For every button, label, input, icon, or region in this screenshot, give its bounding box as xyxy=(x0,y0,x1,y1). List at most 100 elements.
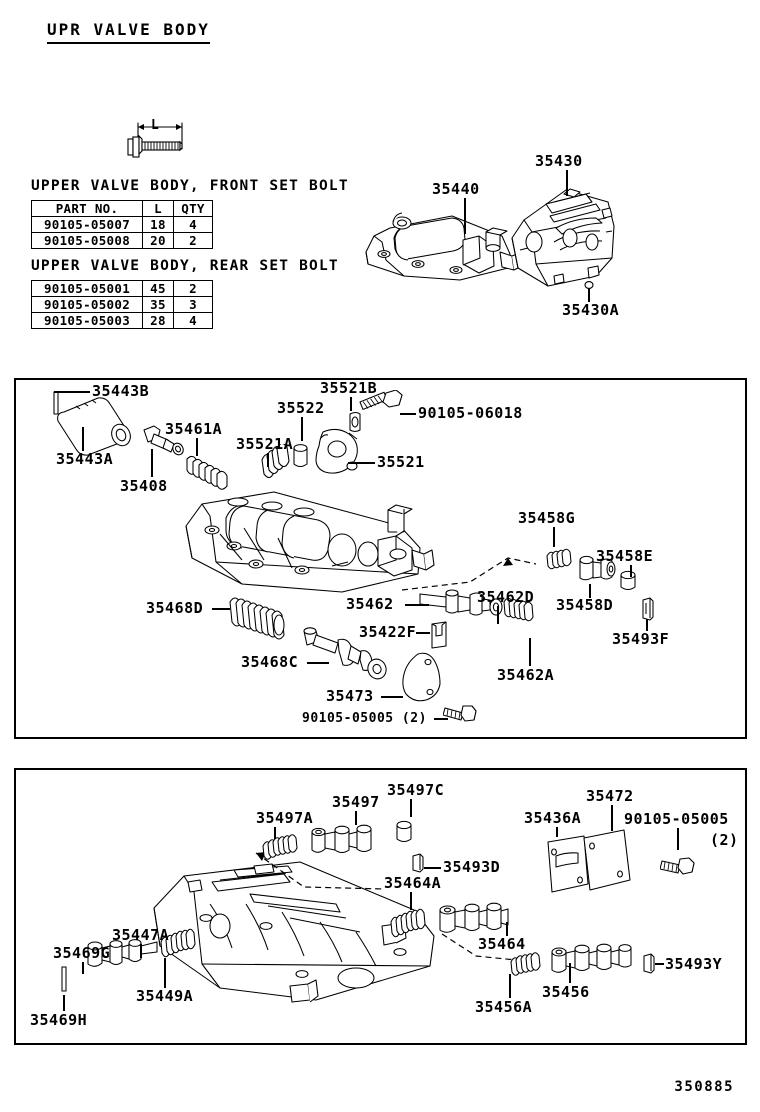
part-35521-plate-illustration xyxy=(305,424,371,482)
leader-35449a xyxy=(164,958,166,988)
leader-35522 xyxy=(301,417,303,441)
leader-35436a xyxy=(556,827,558,837)
col-length: L xyxy=(142,200,174,217)
leader-35458d xyxy=(589,584,591,598)
cell-part-no: 90105-05007 xyxy=(31,216,143,233)
callout-35458d: 35458D xyxy=(556,596,614,614)
callout-35449a: 35449A xyxy=(136,987,194,1005)
leader-35497a xyxy=(274,827,276,839)
callout-35458e: 35458E xyxy=(596,547,654,565)
cell-qty: 4 xyxy=(173,312,213,329)
callout-35521a: 35521A xyxy=(236,435,294,453)
callout-35443a: 35443A xyxy=(56,450,114,468)
leader-90105-05005-middle xyxy=(434,718,448,720)
middle-panel-border xyxy=(14,378,747,739)
callout-35497a: 35497A xyxy=(256,809,314,827)
part-35522-bushing-illustration xyxy=(288,440,316,472)
part-35469h-pin-illustration xyxy=(59,965,69,997)
part-35493d-clip-illustration xyxy=(409,852,427,874)
cell-length: 45 xyxy=(142,280,174,297)
leader-35462a xyxy=(529,638,531,666)
callout-35464a: 35464A xyxy=(384,874,442,892)
part-90105-05005-bolt-bottom-illustration xyxy=(660,852,704,880)
front-set-bolt-heading: UPPER VALVE BODY, FRONT SET BOLT xyxy=(31,178,349,194)
bottom-valve-body-casting-illustration xyxy=(150,860,450,1010)
part-35447a-valve-illustration xyxy=(84,934,184,976)
cell-part-no: 90105-05003 xyxy=(31,312,143,329)
cell-part-no: 90105-05001 xyxy=(31,280,143,297)
leader-35497 xyxy=(355,811,357,825)
bottom-panel-border xyxy=(14,768,747,1045)
cell-qty: 2 xyxy=(173,280,213,297)
leader-35468c xyxy=(307,662,329,664)
part-35449a-spring-illustration xyxy=(158,928,208,960)
leader-35456a xyxy=(509,974,511,998)
callout-35493d: 35493D xyxy=(443,858,501,876)
part-35436a-gasket-illustration xyxy=(544,832,594,898)
callout-35468c: 35468C xyxy=(241,653,299,671)
part-35468c-valve-illustration xyxy=(300,625,426,687)
callout-35522: 35522 xyxy=(277,399,325,417)
leader-35469g xyxy=(82,962,84,974)
leader-90105-05005-bottom xyxy=(677,828,679,850)
col-part-no: PART NO. xyxy=(31,200,143,217)
leader-35462 xyxy=(405,604,429,606)
callout-35464: 35464 xyxy=(478,935,526,953)
part-35462-valve-illustration xyxy=(418,588,548,636)
callout-90105-06018: 90105-06018 xyxy=(418,404,523,422)
callout-35461a: 35461A xyxy=(165,420,223,438)
callout-35493f: 35493F xyxy=(612,630,670,648)
leader-35493f xyxy=(646,619,648,631)
callout-35430: 35430 xyxy=(535,152,583,170)
callout-35521: 35521 xyxy=(377,453,425,471)
callout-35521b: 35521B xyxy=(320,379,378,397)
leader-35473 xyxy=(381,696,403,698)
part-35458e-cap-illustration xyxy=(616,568,644,596)
part-35497a-spring-illustration xyxy=(260,834,310,862)
leader-35422f xyxy=(416,632,430,634)
leader-dashed-35458g xyxy=(400,548,560,594)
cell-qty: 3 xyxy=(173,296,213,313)
part-35493f-clip-illustration xyxy=(639,596,657,622)
leader-35521b xyxy=(350,397,352,411)
callout-35462d: 35462D xyxy=(477,588,535,606)
part-35473-cover-illustration xyxy=(396,650,452,708)
callout-35440: 35440 xyxy=(432,180,480,198)
table-row: 90105-05003 28 4 xyxy=(31,312,213,329)
callout-35493y: 35493Y xyxy=(665,955,723,973)
table-header-row: PART NO. L QTY xyxy=(31,200,213,217)
part-35461a-spring-illustration xyxy=(184,451,240,491)
part-35430a-pin xyxy=(583,280,595,290)
part-35408-plunger-illustration xyxy=(140,424,202,464)
callout-35408: 35408 xyxy=(120,477,168,495)
callout-35436a: 35436A xyxy=(524,809,582,827)
page-title: UPR VALVE BODY xyxy=(47,20,210,44)
leader-35440 xyxy=(464,198,466,234)
leader-35464 xyxy=(506,922,508,936)
leader-35458g xyxy=(553,527,555,547)
bolt-dimension-label: L xyxy=(151,118,160,133)
callout-90105-05005-middle: 90105-05005 (2) xyxy=(302,711,427,726)
callout-35462a: 35462A xyxy=(497,666,555,684)
part-35493y-clip-illustration xyxy=(640,952,658,976)
part-90105-05005-bolt-middle-illustration xyxy=(443,700,485,726)
cell-length: 18 xyxy=(142,216,174,233)
callout-35456a: 35456A xyxy=(475,998,533,1016)
callout-35473: 35473 xyxy=(326,687,374,705)
bolt-sample-illustration xyxy=(120,115,230,170)
callout-35469h: 35469H xyxy=(30,1011,88,1029)
callout-35472: 35472 xyxy=(586,787,634,805)
leader-35461a xyxy=(196,438,198,456)
leader-35443a xyxy=(82,427,84,451)
leader-35430a xyxy=(588,288,590,302)
leader-35462d xyxy=(497,606,499,624)
callout-35422f: 35422F xyxy=(359,623,417,641)
leader-35443b xyxy=(54,391,90,393)
part-35456a-spring-illustration xyxy=(508,950,556,980)
table-row: 90105-05007 18 4 xyxy=(31,216,213,233)
leader-dashed-35456 xyxy=(440,930,530,966)
callout-35430a: 35430A xyxy=(562,301,620,319)
cell-qty: 2 xyxy=(173,232,213,249)
leader-35464a xyxy=(410,892,412,910)
